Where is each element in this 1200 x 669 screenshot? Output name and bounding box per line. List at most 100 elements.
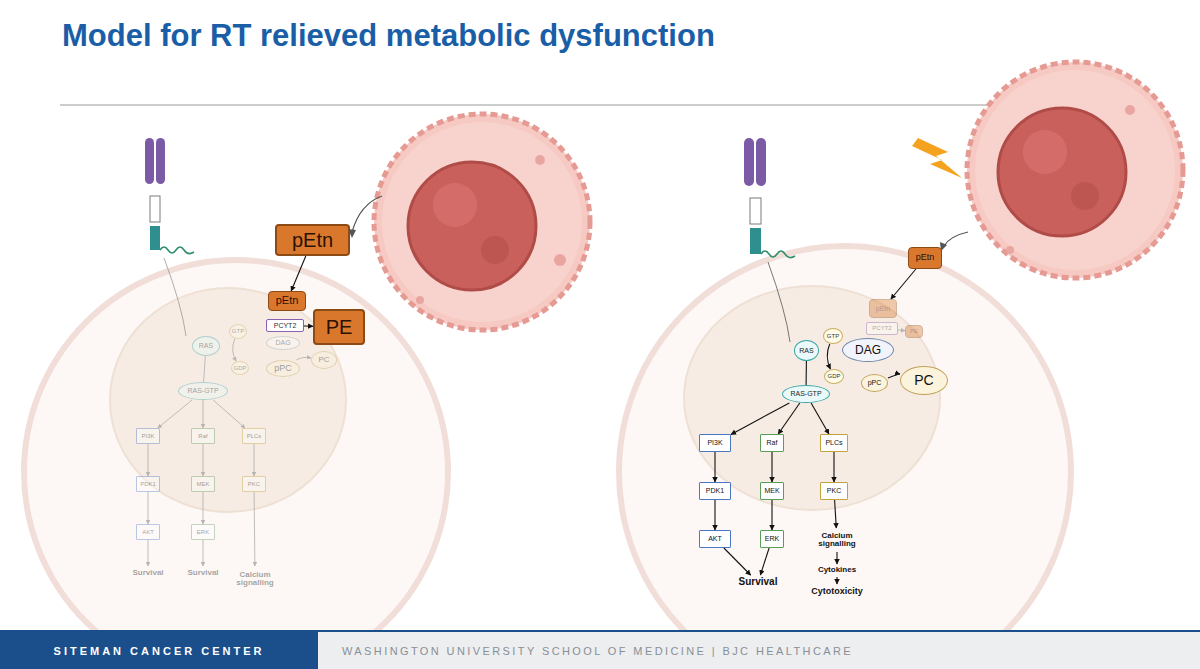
node-text: pEtn	[292, 230, 333, 251]
node-text: PI3K	[707, 439, 722, 446]
ras-ellipse: RAS	[794, 340, 819, 361]
node-text: pEtn	[276, 295, 299, 307]
metabolite-box: pEtn	[908, 247, 942, 269]
pathway-box: MEK	[191, 476, 215, 492]
pathway-arrow	[760, 548, 769, 575]
node-text: Survival	[187, 569, 218, 577]
pathway-arrow	[203, 444, 204, 476]
pathway-arrow	[304, 325, 313, 326]
pathway-arrow	[296, 357, 311, 360]
metabolite-box: PE	[313, 309, 365, 345]
outcome-text: Cytokines	[806, 564, 868, 577]
node-text: GTP	[827, 333, 839, 339]
slide-title: Model for RT relieved metabolic dysfunct…	[62, 18, 715, 54]
pathway-box: AKT	[699, 530, 731, 548]
metabolite-box: PE	[905, 325, 923, 338]
pathway-box: PI3K	[136, 428, 160, 444]
pathway-arrow	[836, 552, 837, 564]
metabolite-box: pEtn	[268, 291, 306, 311]
pathway-arrow	[771, 452, 772, 482]
pathway-box: PLCs	[242, 428, 266, 444]
pathway-arrow	[811, 403, 829, 434]
outcome-text: Survival	[730, 575, 786, 590]
node-text: MEK	[196, 481, 209, 487]
pathway-arrow	[898, 330, 905, 332]
footer-band	[0, 632, 318, 669]
node-text: Cytokines	[818, 566, 856, 574]
pathway-box: PKC	[820, 482, 848, 500]
node-text: PCYT2	[872, 325, 891, 331]
node-text: ERK	[197, 529, 209, 535]
pathway-arrow	[254, 444, 255, 476]
node-text: AKT	[142, 529, 154, 535]
node-text: GDP	[827, 373, 840, 379]
node-text: RAS	[799, 347, 813, 354]
title-rule	[60, 105, 1142, 106]
t-cell	[619, 246, 1071, 669]
ras-ellipse: RAS-GTP	[178, 382, 228, 400]
node-text: Raf	[198, 433, 207, 439]
pathway-arrow	[806, 361, 807, 385]
lipid-ellipse: PC	[311, 351, 337, 369]
node-text: RAS-GTP	[187, 387, 218, 394]
pathway-arrow	[724, 548, 751, 575]
lipid-ellipse: DAG	[842, 338, 894, 362]
t-cell	[24, 260, 448, 669]
pathway-arrow	[254, 492, 256, 566]
pathway-box: AKT	[136, 524, 160, 540]
affiliation-text: WASHINGTON UNIVERSITY SCHOOL OF MEDICINE…	[318, 632, 1200, 669]
node-text: pPC	[274, 364, 292, 373]
node-text: PDK1	[706, 487, 724, 494]
node-text: Raf	[767, 439, 778, 446]
pathway-arrow	[203, 400, 204, 428]
outcome-text: Survival	[123, 566, 173, 580]
pathway-box: ERK	[191, 524, 215, 540]
node-text: PLCs	[247, 433, 262, 439]
outcome-text: Survival	[178, 566, 228, 580]
release-arrow	[352, 196, 382, 232]
pathway-box: PLCs	[820, 434, 848, 452]
metabolite-box: pEtn	[869, 299, 897, 318]
pathway-arrow	[891, 269, 916, 299]
pathway-arrow	[204, 356, 206, 382]
node-text: PE	[326, 317, 353, 338]
node-text: PC	[318, 356, 329, 364]
pathway-arrow	[714, 500, 715, 530]
ras-ellipse: RAS-GTP	[782, 385, 830, 403]
node-text: PKC	[248, 481, 260, 487]
pathway-arrow	[714, 452, 715, 482]
node-text: Calcium signalling	[810, 532, 864, 549]
node-text: Survival	[132, 569, 163, 577]
node-text: PKC	[827, 487, 841, 494]
pathway-arrow	[771, 500, 772, 530]
pathway-arrow	[148, 492, 149, 524]
pathway-box: Raf	[760, 434, 784, 452]
pathway-arrow	[213, 400, 245, 428]
node-text: MEK	[764, 487, 779, 494]
node-text: DAG	[855, 344, 881, 357]
pathway-arrow	[731, 403, 789, 434]
institution-name: SITEMAN CANCER CENTER	[0, 632, 318, 669]
node-text: PI3K	[141, 433, 154, 439]
receptor-symbol	[145, 138, 194, 336]
pathway-box: PDK1	[136, 476, 160, 492]
outcome-text: Cytotoxicity	[800, 584, 874, 599]
pathway-arrow	[148, 540, 149, 566]
nucleotide-ellipse: GTP	[823, 328, 843, 344]
node-text: RAS	[199, 342, 213, 349]
nucleotide-ellipse: GDP	[231, 361, 249, 375]
radiation-bolt	[912, 138, 962, 178]
node-text: Survival	[739, 577, 778, 588]
cell-region	[684, 286, 940, 510]
footer-band	[318, 632, 1200, 669]
node-text: PLCs	[825, 439, 842, 446]
node-text: PC	[914, 373, 933, 388]
nucleotide-ellipse: GTP	[229, 324, 247, 339]
node-text: Calcium signalling	[230, 571, 280, 588]
pathway-arrow	[233, 339, 236, 361]
footer-rule	[0, 630, 1200, 632]
pathway-arrow	[835, 500, 837, 528]
pathway-arrow	[836, 577, 837, 584]
node-text: Cytotoxicity	[811, 587, 863, 596]
